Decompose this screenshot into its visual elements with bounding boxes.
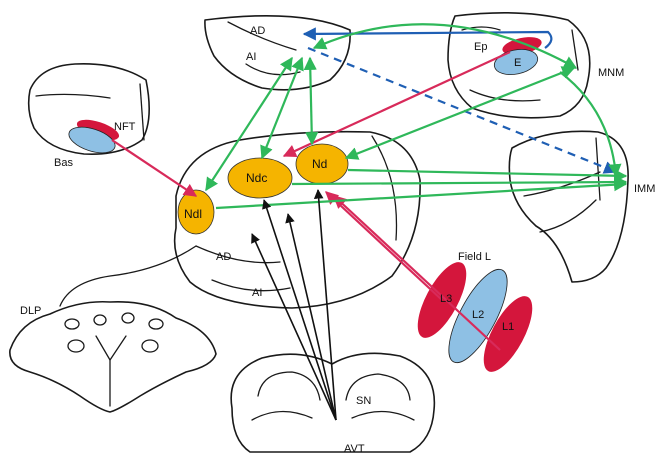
bottom-left-section <box>9 300 217 413</box>
label-dlp: DLP <box>20 305 41 317</box>
arrow-green-mnm-imm <box>559 71 622 178</box>
label-l2: L2 <box>472 309 484 321</box>
left-section <box>27 63 150 156</box>
arrow-green-ndc-imm <box>291 175 628 189</box>
arrow-black-avt-ndc <box>262 199 337 421</box>
label-ndc: Ndc <box>246 171 267 185</box>
label-imm: IMM <box>634 183 655 195</box>
arrow-black-avt-ad <box>251 233 337 421</box>
arrow-black-avt-nd-2 <box>313 189 337 421</box>
label-mnm: MNM <box>598 67 624 79</box>
right-section <box>508 130 629 283</box>
label-ai-top: AI <box>246 51 256 63</box>
field-l1 <box>483 296 533 372</box>
arrow-red-l1-nd <box>333 195 501 351</box>
region-nft-bas <box>68 119 120 154</box>
label-nft: NFT <box>114 121 136 133</box>
arrow-green-ndc-ai <box>260 56 304 160</box>
arrow-red-nft-ndl <box>111 139 198 197</box>
arrow-green-nd-imm <box>347 168 628 183</box>
label-sn: SN <box>356 395 371 407</box>
label-e: E <box>514 57 521 69</box>
label-field-l: Field L <box>458 251 491 263</box>
arrow-green-nd-mnm <box>344 66 576 160</box>
arrow-red-l3-nd <box>325 191 443 301</box>
label-l3: L3 <box>440 293 452 305</box>
label-ai-mid: AI <box>252 287 262 299</box>
dlp-connector <box>59 245 197 307</box>
arrow-black-avt-nd-1 <box>285 213 337 421</box>
label-ad-mid: AD <box>216 251 231 263</box>
label-ep: Ep <box>474 41 487 53</box>
arrow-green-ai-mnm <box>312 23 578 69</box>
label-ad-top: AD <box>250 25 265 37</box>
label-avt: AVT <box>344 443 365 455</box>
label-ndl: Ndl <box>184 207 202 221</box>
arrow-green-ndl-imm <box>215 178 628 210</box>
label-bas: Bas <box>54 157 73 169</box>
arrow-green-nd-ai <box>303 56 319 146</box>
label-nd: Nd <box>312 157 327 171</box>
field-l2 <box>448 268 508 364</box>
label-l1: L1 <box>502 321 514 333</box>
